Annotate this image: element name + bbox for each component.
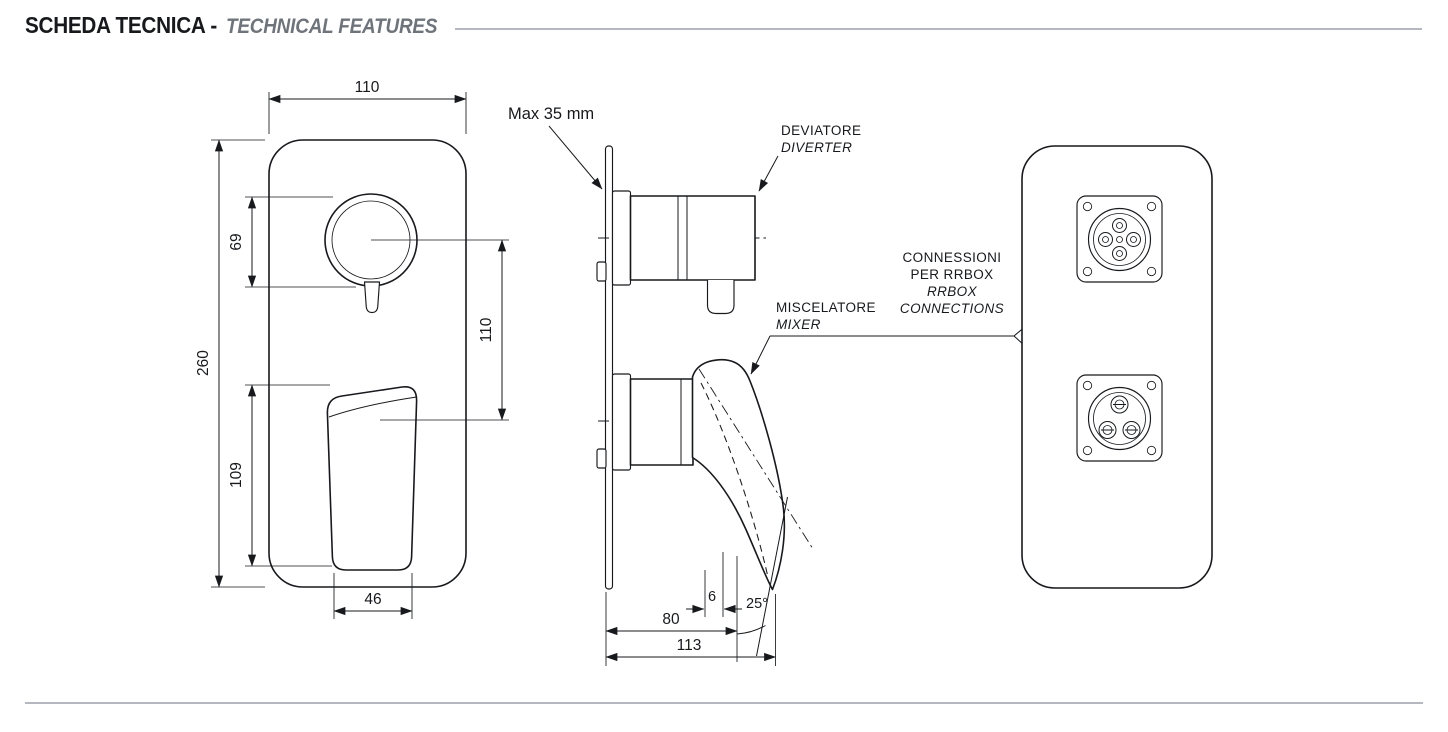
dim-113: 113 xyxy=(605,594,777,666)
connections-label-line4: CONNECTIONS xyxy=(900,301,1004,316)
dim-label-6: 6 xyxy=(708,589,716,605)
dim-6: 6 xyxy=(686,552,742,617)
dim-110-centers: 110 xyxy=(371,239,509,421)
dim-label-width-top: 110 xyxy=(355,79,380,96)
dim-label-centers: 110 xyxy=(478,317,495,342)
header-rule xyxy=(455,27,1422,30)
front-plate xyxy=(268,139,467,588)
connections-label-line2: PER RRBOX xyxy=(910,267,993,282)
mixer-label-en: MIXER xyxy=(776,317,821,332)
diverter-side xyxy=(598,190,766,315)
dim-110-top: 110 xyxy=(268,79,467,134)
max-depth-leader-arrow xyxy=(548,125,603,190)
dim-69: 69 xyxy=(228,196,356,288)
diverter-leader-arrow xyxy=(758,155,779,192)
max-depth-label: Max 35 mm xyxy=(508,105,594,123)
diverter-lever-side xyxy=(706,280,735,315)
rrbox-connection-bottom xyxy=(1076,374,1163,462)
side-view: Max 35 mm DEVIATORE DIVERTER xyxy=(508,105,876,666)
mixer-label-it: MISCELATORE xyxy=(776,300,876,315)
mounting-clip-top xyxy=(596,261,607,282)
connections-label-line3: RRBOX xyxy=(927,284,978,299)
mixer-leader-arrow xyxy=(750,335,771,375)
header: SCHEDA TECNICA - TECHNICAL FEATURES xyxy=(25,12,1422,39)
page-title: SCHEDA TECNICA - TECHNICAL FEATURES xyxy=(25,12,437,39)
dim-label-lever: 109 xyxy=(228,462,245,488)
side-wall-plate xyxy=(604,145,614,590)
mounting-clip-bottom xyxy=(596,448,607,469)
mixer-side xyxy=(598,358,814,591)
diverter-knob-handle xyxy=(363,281,381,314)
back-plate xyxy=(1021,145,1213,589)
title-italian: SCHEDA TECNICA - xyxy=(25,12,217,38)
dim-label-knob: 69 xyxy=(228,233,245,250)
connections-label-line1: CONNESSIONI xyxy=(903,250,1002,265)
title-english: TECHNICAL FEATURES xyxy=(225,15,438,38)
diverter-label-en: DIVERTER xyxy=(781,140,852,155)
dim-109: 109 xyxy=(228,384,332,567)
footer-rule xyxy=(25,702,1423,704)
dim-80: 80 xyxy=(605,592,738,666)
dim-label-angle: 25° xyxy=(746,596,768,612)
dim-label-height: 260 xyxy=(195,350,212,376)
diverter-label-it: DEVIATORE xyxy=(781,123,861,138)
dim-46: 46 xyxy=(333,573,413,619)
dim-label-113: 113 xyxy=(677,637,702,654)
dim-label-lever-width: 46 xyxy=(364,591,381,608)
rrbox-connection-top xyxy=(1076,195,1163,283)
dim-label-80: 80 xyxy=(662,611,680,628)
back-view xyxy=(1021,145,1213,589)
dim-260: 260 xyxy=(195,139,265,588)
mixer-lever-front xyxy=(326,385,418,571)
mixer-lever-side xyxy=(691,358,786,591)
front-view: 110 260 69 110 xyxy=(195,79,509,619)
